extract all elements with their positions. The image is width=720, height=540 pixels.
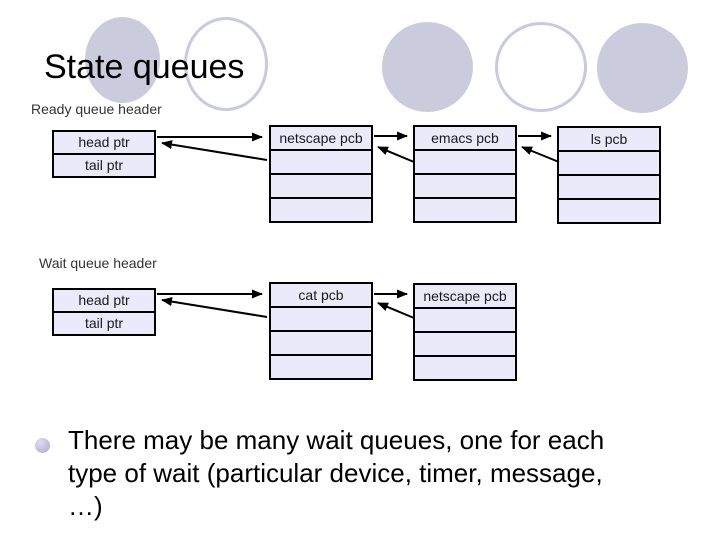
pcb-box-netscape: netscape pcb	[269, 125, 373, 223]
wait-queue-header-box: head ptr tail ptr	[52, 288, 156, 336]
bullet-icon	[35, 438, 50, 453]
bullet-line: …)	[68, 491, 103, 521]
ready-queue-header-box: head ptr tail ptr	[52, 130, 156, 178]
wait-queue-label: Wait queue header	[39, 255, 157, 271]
arrow-cat-back-to-header	[161, 297, 268, 318]
arrow-ls-back-to-emacs	[521, 146, 560, 163]
pcb-title: netscape pcb	[279, 130, 363, 146]
pcb-title: emacs pcb	[431, 130, 499, 146]
pcb-field	[271, 173, 371, 197]
arrow-emacs-back-to-netscape	[377, 146, 415, 163]
slide-title: State queues	[44, 48, 245, 86]
decor-circle-icon	[85, 17, 160, 103]
pcb-field	[559, 174, 659, 198]
bullet-line: There may be many wait queues, one for e…	[68, 425, 605, 455]
pcb-field	[415, 173, 515, 197]
pcb-field	[415, 149, 515, 173]
pcb-title: netscape pcb	[423, 288, 507, 304]
pcb-box-netscape-wait: netscape pcb	[413, 283, 517, 381]
decor-circle-icon	[597, 23, 688, 113]
bullet-text: There may be many wait queues, one for e…	[68, 424, 708, 523]
pcb-field	[415, 355, 515, 379]
pcb-field	[271, 330, 371, 354]
tail-ptr-cell: tail ptr	[84, 315, 124, 331]
pcb-box-cat: cat pcb	[269, 282, 373, 380]
pcb-field	[271, 306, 371, 330]
pcb-field	[415, 307, 515, 331]
ready-queue-label: Ready queue header	[31, 101, 162, 117]
pcb-title: ls pcb	[590, 131, 628, 147]
pcb-field	[559, 198, 659, 222]
pcb-title: cat pcb	[298, 287, 344, 303]
head-ptr-cell: head ptr	[54, 132, 154, 155]
pcb-field	[271, 354, 371, 378]
arrow-netscape-back-to-header	[161, 140, 268, 161]
decor-circle-icon	[382, 22, 473, 112]
pcb-field	[415, 331, 515, 355]
pcb-box-ls: ls pcb	[557, 126, 661, 224]
tail-ptr-cell: tail ptr	[84, 157, 124, 173]
head-ptr-cell: head ptr	[54, 290, 154, 313]
pcb-field	[559, 150, 659, 174]
decor-circle-icon	[184, 17, 268, 111]
arrow-netscape-back-to-cat	[377, 302, 415, 319]
pcb-field	[271, 149, 371, 173]
pcb-field	[415, 197, 515, 221]
pcb-field	[271, 197, 371, 221]
bullet-line: type of wait (particular device, timer, …	[68, 458, 603, 488]
pcb-box-emacs: emacs pcb	[413, 125, 517, 223]
decor-circle-icon	[495, 22, 587, 112]
